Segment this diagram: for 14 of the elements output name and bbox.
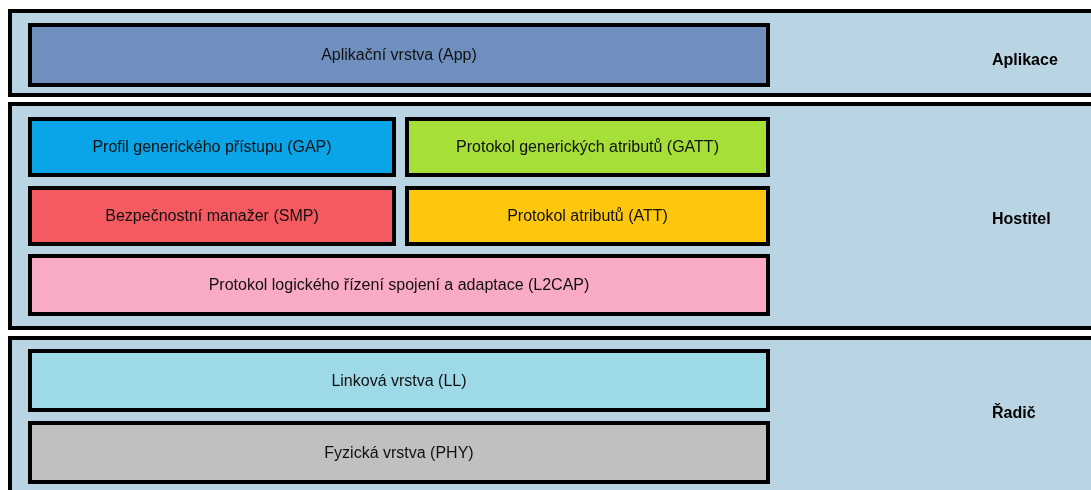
protocol-layer-box: Linková vrstva (LL) bbox=[28, 349, 770, 412]
protocol-layer-box: Aplikační vrstva (App) bbox=[28, 23, 770, 87]
layer-title: Hostitel bbox=[992, 210, 1051, 228]
layer-title: Aplikace bbox=[992, 51, 1058, 69]
protocol-layer-box: Profil generického přístupu (GAP) bbox=[28, 117, 396, 177]
layer-band bbox=[8, 102, 1091, 330]
layer-title: Řadič bbox=[992, 404, 1036, 422]
protocol-layer-box: Fyzická vrstva (PHY) bbox=[28, 421, 770, 484]
layer-band bbox=[8, 9, 1091, 97]
layer-band bbox=[8, 336, 1091, 490]
protocol-layer-box: Bezpečnostní manažer (SMP) bbox=[28, 186, 396, 246]
protocol-layer-box: Protokol atributů (ATT) bbox=[405, 186, 770, 246]
protocol-layer-box: Protokol logického řízení spojení a adaptace (L2CAP) bbox=[28, 254, 770, 316]
protocol-layer-box: Protokol generických atributů (GATT) bbox=[405, 117, 770, 177]
